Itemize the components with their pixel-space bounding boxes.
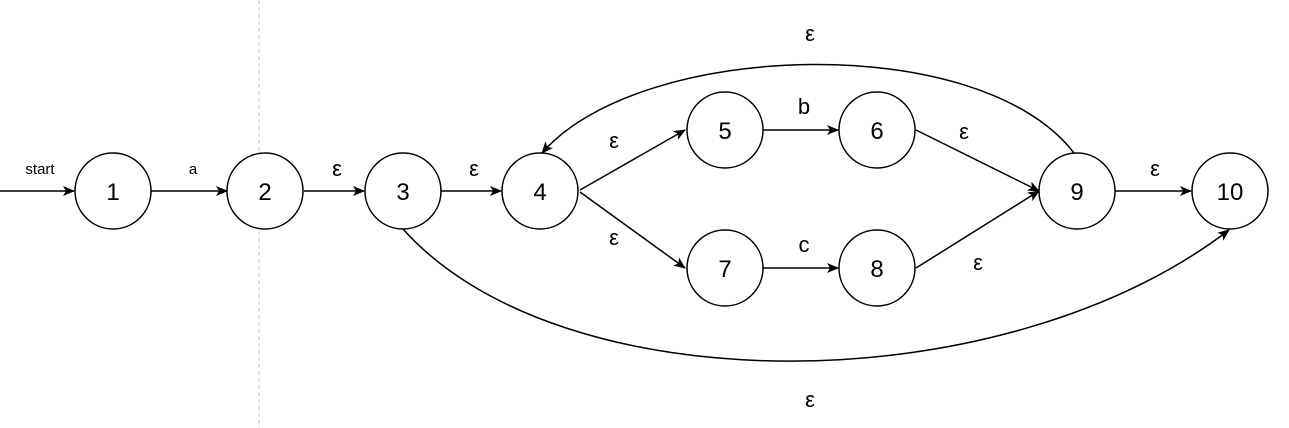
state-10: 10 [1191,152,1269,230]
state-6: 6 [838,91,916,169]
edge-8-9 [915,190,1040,269]
state-5: 5 [686,91,764,169]
edge-3-10 [402,228,1230,362]
state-7-label: 7 [718,256,731,283]
state-2: 2 [226,152,304,230]
state-9: 9 [1038,152,1116,230]
state-5-label: 5 [718,118,731,145]
label-6-9: ε [959,119,969,144]
state-4-label: 4 [533,179,546,206]
state-10-label: 10 [1217,179,1244,206]
label-8-9: ε [973,250,983,275]
state-8: 8 [838,229,916,307]
label-2-3: ε [332,156,342,181]
label-4-7: ε [609,225,619,250]
state-1: 1 [74,152,152,230]
edge-9-4 [541,63,1075,154]
state-6-label: 6 [870,118,883,145]
edge-6-9 [915,129,1040,192]
label-5-6: b [798,94,810,119]
label-3-10: ε [805,387,815,412]
label-1-2: a [189,161,198,178]
label-4-5: ε [609,128,619,153]
state-3-label: 3 [396,179,409,206]
state-8-label: 8 [870,256,883,283]
state-4: 4 [501,152,579,230]
state-3: 3 [364,152,442,230]
label-7-8: c [799,232,810,257]
edge-4-7 [579,191,686,269]
state-2-label: 2 [258,179,271,206]
edge-4-5 [579,129,686,191]
label-start: start [25,161,55,178]
label-3-4: ε [469,156,479,181]
label-9-10: ε [1150,156,1160,181]
state-7: 7 [686,229,764,307]
state-9-label: 9 [1070,179,1083,206]
state-1-label: 1 [106,179,119,206]
label-9-4: ε [805,21,815,46]
